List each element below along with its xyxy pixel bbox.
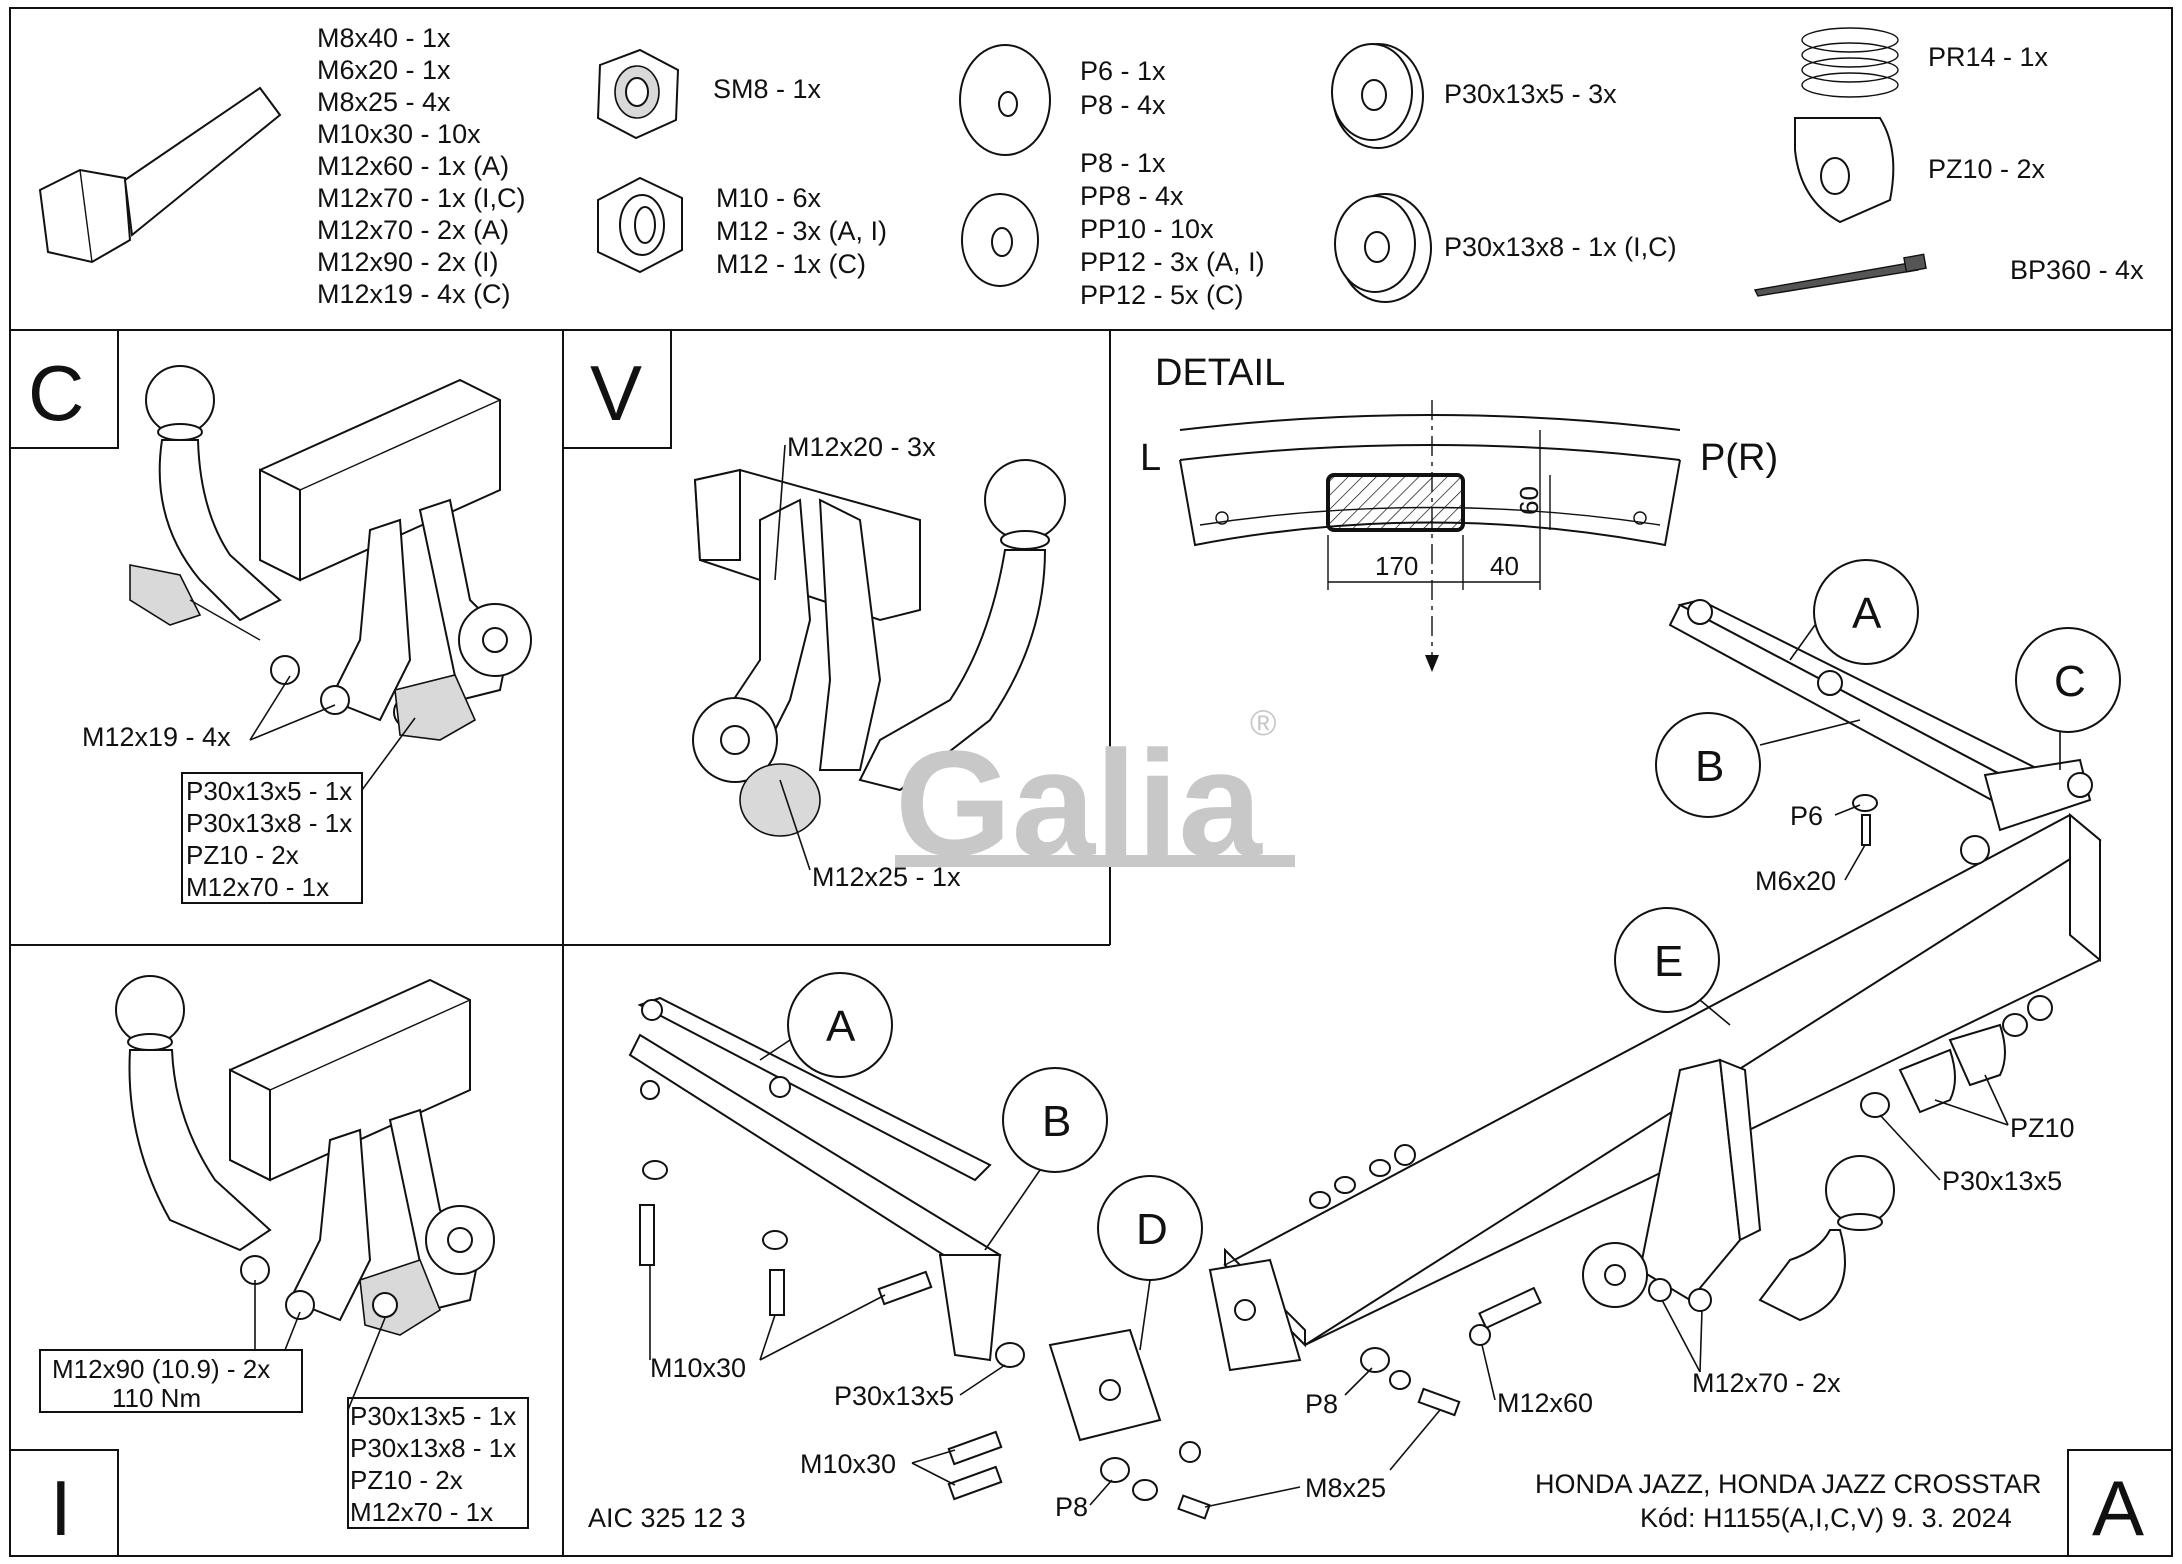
spacer-5-label: P30x13x5 - 3x (1444, 79, 1617, 109)
nut-list: M10 - 6x M12 - 3x (A, I) M12 - 1x (C) (716, 183, 887, 279)
view-c-box-item: PZ10 - 2x (186, 840, 299, 870)
washer-list: P8 - 1x PP8 - 4x PP10 - 10x PP12 - 3x (A… (1080, 148, 1265, 310)
bolt-item: M8x40 - 1x (317, 23, 451, 53)
callout-a-top: A (1852, 589, 1882, 638)
label-m12x60: M12x60 (1497, 1388, 1593, 1418)
bolt-item: M12x90 - 2x (I) (317, 247, 499, 277)
nut-icon (597, 176, 683, 274)
bolt-item: M12x70 - 2x (A) (317, 215, 509, 245)
view-i-box-item: M12x70 - 1x (350, 1497, 493, 1527)
washer-item: PP12 - 5x (C) (1080, 280, 1244, 310)
label-p8-a: P8 (1055, 1492, 1088, 1522)
view-c-box-item: P30x13x8 - 1x (186, 808, 352, 838)
detail-view: DETAIL L P(R) 170 40 60 (1140, 352, 1778, 672)
nut-item: M10 - 6x (716, 183, 822, 213)
callout-b-top: B (1695, 742, 1724, 791)
plate-icon (1794, 117, 1895, 224)
drawing-number: AIC 325 12 3 (588, 1503, 746, 1533)
bolt-item: M6x20 - 1x (317, 55, 451, 85)
label-m10x30-b: M10x30 (800, 1449, 896, 1479)
view-i-torque-line: M12x90 (10.9) - 2x (52, 1354, 270, 1384)
self-locking-nut-label: SM8 - 1x (713, 74, 822, 104)
spring-icon (1801, 27, 1899, 98)
detail-left-label: L (1140, 437, 1161, 479)
label-m6x20: M6x20 (1755, 866, 1836, 896)
large-washer-icon (959, 44, 1051, 156)
label-m10x30-a: M10x30 (650, 1353, 746, 1383)
bolt-list: M8x40 - 1x M6x20 - 1x M8x25 - 4x M10x30 … (317, 23, 526, 309)
bolt-item: M12x70 - 1x (I,C) (317, 183, 526, 213)
callout-b-left: B (1042, 1097, 1071, 1146)
detail-dim-height: 60 (1514, 486, 1544, 515)
washer-item: P8 - 1x (1080, 148, 1166, 178)
nut-item: M12 - 3x (A, I) (716, 216, 887, 246)
view-i-box-item: PZ10 - 2x (350, 1465, 463, 1495)
label-m8x25: M8x25 (1305, 1473, 1386, 1503)
nut-item: M12 - 1x (C) (716, 249, 866, 279)
washer-item: PP10 - 10x (1080, 214, 1214, 244)
parts-list: M8x40 - 1x M6x20 - 1x M8x25 - 4x M10x30 … (38, 23, 2144, 310)
washer-item: P6 - 1x (1080, 56, 1166, 86)
bolt-item: M10x30 - 10x (317, 119, 481, 149)
plate-label: PZ10 - 2x (1928, 154, 2046, 184)
label-p8-b: P8 (1305, 1389, 1338, 1419)
vehicle-title: HONDA JAZZ, HONDA JAZZ CROSSTAR (1535, 1469, 2042, 1499)
spacer-8-label: P30x13x8 - 1x (I,C) (1444, 232, 1677, 262)
washer-icon (961, 193, 1039, 287)
detail-title: DETAIL (1155, 352, 1285, 394)
brand-registered-mark: ® (1250, 702, 1277, 743)
callout-d: D (1136, 1205, 1168, 1254)
label-p30x13x5-b: P30x13x5 (1942, 1166, 2062, 1196)
self-locking-nut-icon (596, 48, 680, 140)
view-i-torque-line: 110 Nm (112, 1383, 201, 1413)
detail-dim-170: 170 (1375, 551, 1418, 581)
view-i-panel: I M12x90 (10.9) - 2x 110 Nm P30x13x5 - 1… (9, 975, 529, 1557)
bolt-icon (38, 86, 282, 264)
callout-c-main: C (2054, 657, 2086, 706)
view-i-letter: I (50, 1464, 72, 1552)
spring-label: PR14 - 1x (1928, 42, 2049, 72)
bolt-item: M8x25 - 4x (317, 87, 451, 117)
view-v-letter: V (590, 349, 642, 437)
large-washer-list: P6 - 1x P8 - 4x (1080, 56, 1166, 120)
bolt-item: M12x60 - 1x (A) (317, 151, 509, 181)
cable-tie-icon (1753, 253, 1927, 297)
cable-tie-label: BP360 - 4x (2010, 255, 2144, 285)
detail-dim-40: 40 (1490, 551, 1519, 581)
main-assembly: Galia ® (628, 559, 2173, 1557)
washer-item: P8 - 4x (1080, 90, 1166, 120)
main-view-letter: A (2092, 1464, 2144, 1552)
label-p30x13x5-a: P30x13x5 (834, 1381, 954, 1411)
footer: AIC 325 12 3 HONDA JAZZ, HONDA JAZZ CROS… (588, 1469, 2042, 1533)
spacer-8-icon (1334, 193, 1432, 303)
bolt-item: M12x19 - 4x (C) (317, 279, 511, 309)
view-v-top-label: M12x20 - 3x (787, 432, 936, 462)
washer-item: PP12 - 3x (A, I) (1080, 247, 1265, 277)
label-p6: P6 (1790, 801, 1823, 831)
view-c-box-item: M12x70 - 1x (186, 872, 329, 902)
product-code: Kód: H1155(A,I,C,V) 9. 3. 2024 (1640, 1503, 2012, 1533)
view-v-panel: V M12x20 - 3x M12x25 - 1x (562, 329, 1066, 892)
view-c-bolt-label: M12x19 - 4x (82, 722, 231, 752)
callout-a-left: A (826, 1002, 856, 1051)
label-pz10: PZ10 (2010, 1113, 2075, 1143)
view-i-box-item: P30x13x5 - 1x (350, 1401, 516, 1431)
view-c-box-item: P30x13x5 - 1x (186, 776, 352, 806)
detail-right-label: P(R) (1700, 437, 1778, 479)
drawing-frame (9, 7, 2173, 1557)
callout-e: E (1654, 937, 1683, 986)
view-i-box-item: P30x13x8 - 1x (350, 1433, 516, 1463)
view-c-panel: C M12x19 - 4x P30x13x5 - 1x P30x13x8 - 1… (9, 329, 532, 904)
washer-item: PP8 - 4x (1080, 181, 1184, 211)
view-c-letter: C (28, 349, 84, 437)
spacer-5-icon (1331, 43, 1424, 149)
label-m12x70: M12x70 - 2x (1692, 1368, 1841, 1398)
